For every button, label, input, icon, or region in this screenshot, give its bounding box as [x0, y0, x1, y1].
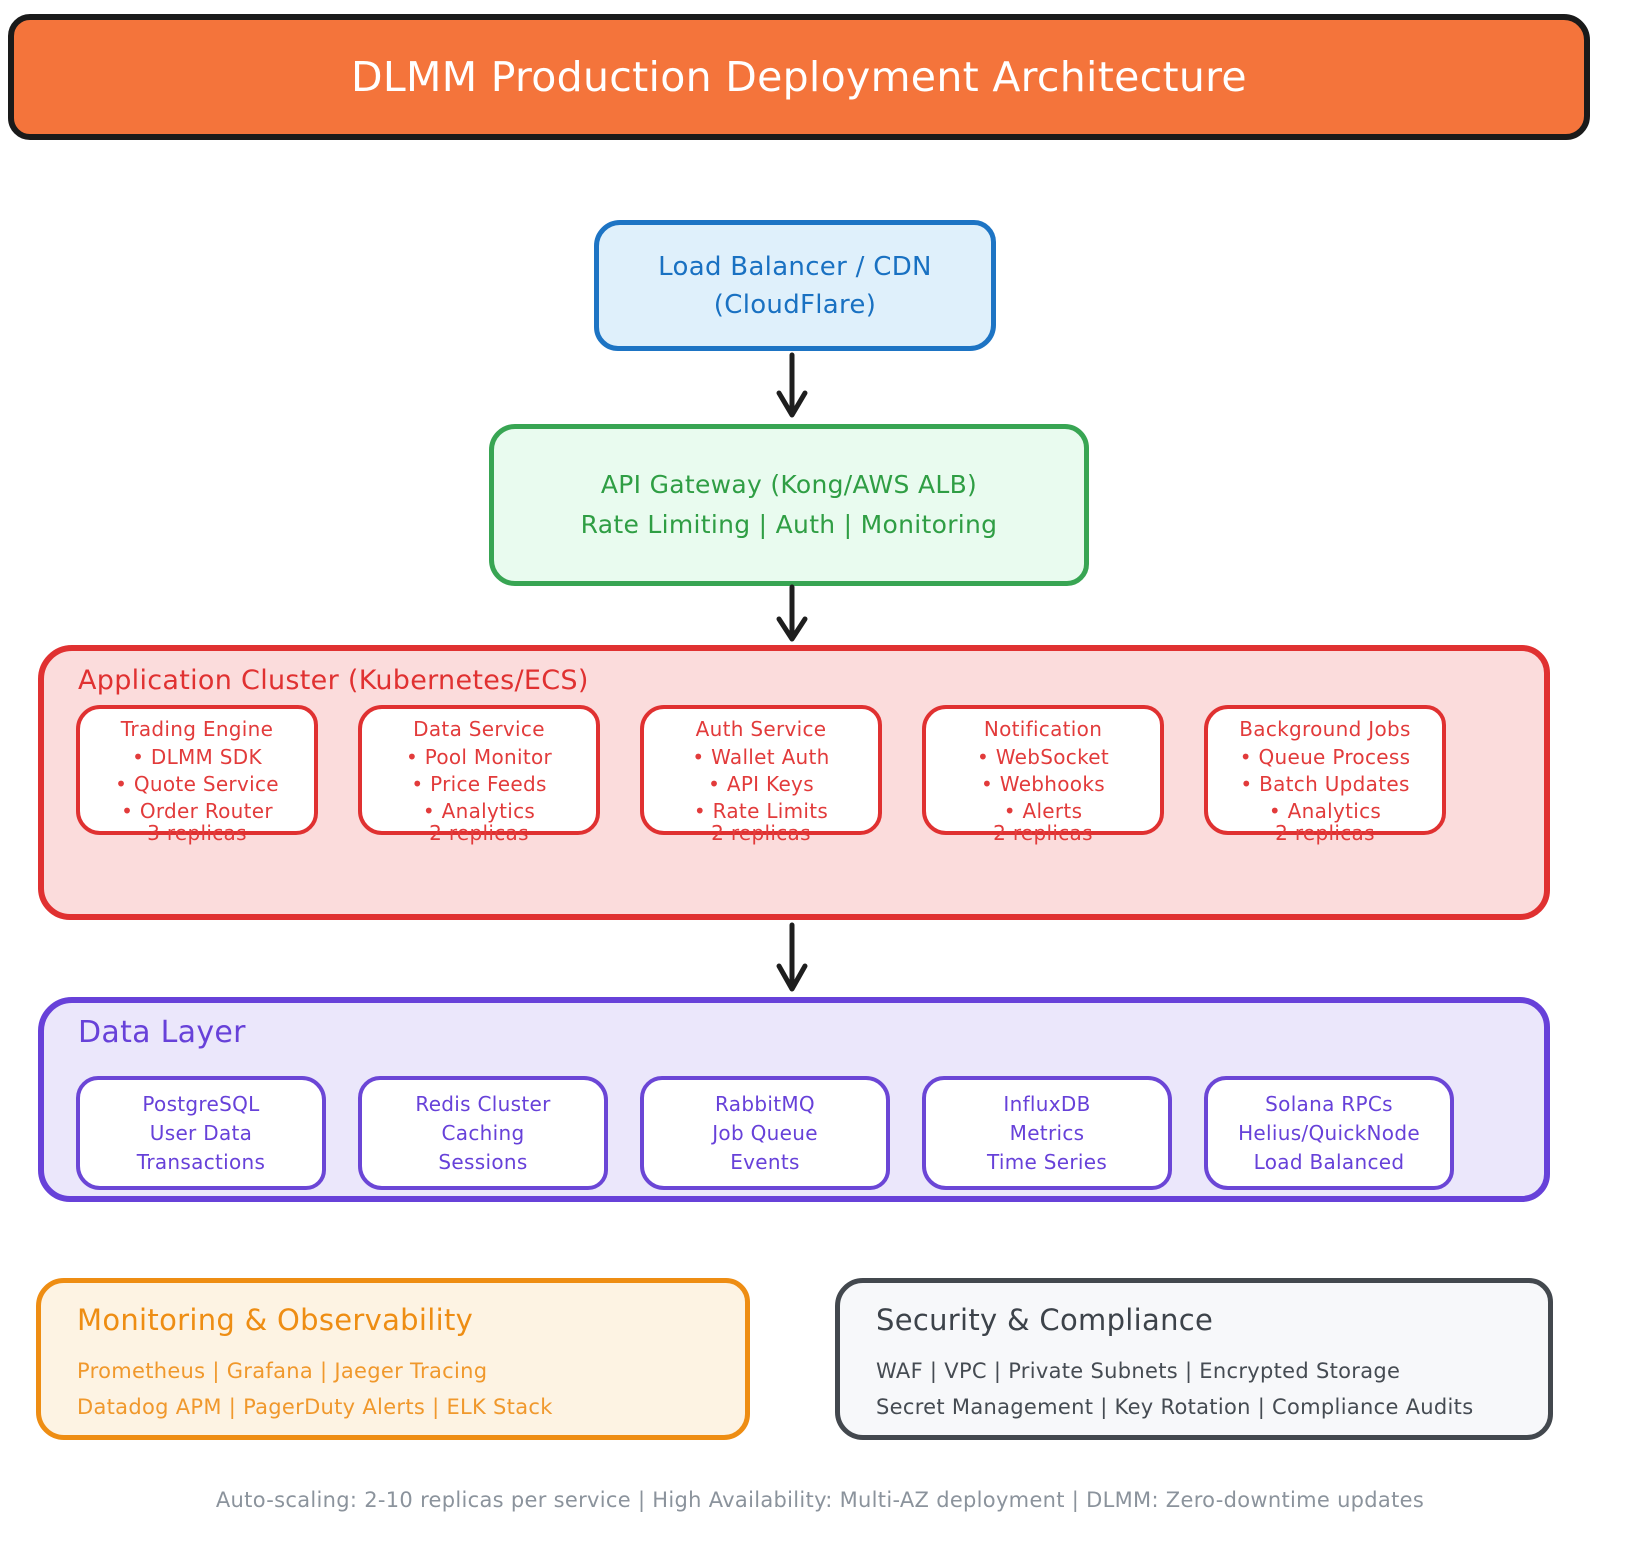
service-card-background-jobs: Background Jobs • Queue Process • Batch … — [1204, 705, 1446, 845]
service-card-auth-service: Auth Service • Wallet Auth • API Keys • … — [640, 705, 882, 845]
store-line: Caching — [441, 1120, 525, 1145]
store-box-postgresql: PostgreSQL User Data Transactions — [76, 1076, 326, 1190]
data-layer-title: Data Layer — [78, 1015, 246, 1050]
security-title: Security & Compliance — [876, 1303, 1214, 1337]
title-banner: DLMM Production Deployment Architecture — [8, 14, 1590, 140]
store-line: Sessions — [438, 1149, 528, 1174]
security-line2: Secret Management | Key Rotation | Compl… — [876, 1395, 1474, 1419]
store-box-redis: Redis Cluster Caching Sessions — [358, 1076, 608, 1190]
service-item: • DLMM SDK — [132, 744, 262, 769]
store-line: InfluxDB — [1003, 1091, 1091, 1116]
store-line: Time Series — [986, 1149, 1108, 1174]
service-item: • API Keys — [708, 771, 814, 796]
service-replicas: 3 replicas — [147, 821, 247, 845]
store-line: RabbitMQ — [715, 1091, 815, 1116]
security-line1: WAF | VPC | Private Subnets | Encrypted … — [876, 1359, 1401, 1383]
service-item: • Webhooks — [981, 771, 1105, 796]
service-replicas: 2 replicas — [1275, 821, 1375, 845]
store-line: Events — [730, 1149, 800, 1174]
service-item: • Analytics — [422, 798, 536, 823]
down-arrow-icon — [776, 352, 808, 418]
service-replicas: 2 replicas — [993, 821, 1093, 845]
load-balancer-line1: Load Balancer / CDN — [658, 251, 932, 282]
store-line: Load Balanced — [1253, 1149, 1405, 1174]
service-item: • Order Router — [121, 798, 273, 823]
service-item: • Batch Updates — [1240, 771, 1410, 796]
service-name: Data Service — [413, 716, 545, 741]
service-card-data-service: Data Service • Pool Monitor • Price Feed… — [358, 705, 600, 845]
application-cluster-container: Application Cluster (Kubernetes/ECS) Tra… — [38, 645, 1550, 920]
store-line: Metrics — [1009, 1120, 1085, 1145]
service-box: Trading Engine • DLMM SDK • Quote Servic… — [76, 705, 318, 835]
footer-note: Auto-scaling: 2-10 replicas per service … — [215, 1488, 1425, 1512]
monitoring-panel: Monitoring & Observability Prometheus | … — [36, 1278, 750, 1440]
service-name: Notification — [983, 716, 1103, 741]
down-arrow-icon — [776, 922, 808, 992]
api-gateway-line1: API Gateway (Kong/AWS ALB) — [600, 470, 978, 499]
service-box: Background Jobs • Queue Process • Batch … — [1204, 705, 1446, 835]
service-item: • Queue Process — [1239, 744, 1411, 769]
data-layer-container: Data Layer PostgreSQL User Data Transact… — [38, 997, 1550, 1202]
store-line: Job Queue — [712, 1120, 818, 1145]
monitoring-line1: Prometheus | Grafana | Jaeger Tracing — [77, 1359, 488, 1383]
service-card-trading-engine: Trading Engine • DLMM SDK • Quote Servic… — [76, 705, 318, 845]
service-item: • WebSocket — [976, 744, 1109, 769]
service-box: Data Service • Pool Monitor • Price Feed… — [358, 705, 600, 835]
service-item: • Wallet Auth — [692, 744, 830, 769]
store-line: Helius/QuickNode — [1238, 1120, 1420, 1145]
security-body: WAF | VPC | Private Subnets | Encrypted … — [876, 1353, 1512, 1425]
service-replicas: 2 replicas — [711, 821, 811, 845]
store-line: PostgreSQL — [142, 1091, 260, 1116]
store-box-solana-rpcs: Solana RPCs Helius/QuickNode Load Balanc… — [1204, 1076, 1454, 1190]
store-box-influxdb: InfluxDB Metrics Time Series — [922, 1076, 1172, 1190]
load-balancer-node: Load Balancer / CDN (CloudFlare) — [594, 220, 996, 351]
service-item: • Rate Limits — [693, 798, 829, 823]
diagram-title: DLMM Production Deployment Architecture — [351, 53, 1247, 101]
store-line: Redis Cluster — [415, 1091, 551, 1116]
store-line: Transactions — [136, 1149, 266, 1174]
service-card-notification: Notification • WebSocket • Webhooks • Al… — [922, 705, 1164, 845]
service-replicas: 2 replicas — [429, 821, 529, 845]
store-line: User Data — [149, 1120, 253, 1145]
service-box: Notification • WebSocket • Webhooks • Al… — [922, 705, 1164, 835]
service-item: • Price Feeds — [411, 771, 547, 796]
down-arrow-icon — [776, 584, 808, 642]
service-box: Auth Service • Wallet Auth • API Keys • … — [640, 705, 882, 835]
api-gateway-line2: Rate Limiting | Auth | Monitoring — [580, 510, 998, 539]
load-balancer-line2: (CloudFlare) — [713, 289, 877, 320]
monitoring-title: Monitoring & Observability — [77, 1303, 474, 1337]
application-cluster-title: Application Cluster (Kubernetes/ECS) — [78, 665, 589, 696]
service-item: • Alerts — [1003, 798, 1083, 823]
store-box-rabbitmq: RabbitMQ Job Queue Events — [640, 1076, 890, 1190]
monitoring-line2: Datadog APM | PagerDuty Alerts | ELK Sta… — [77, 1395, 553, 1419]
service-item: • Pool Monitor — [405, 744, 553, 769]
security-panel: Security & Compliance WAF | VPC | Privat… — [835, 1278, 1553, 1440]
service-name: Trading Engine — [120, 716, 274, 741]
store-line: Solana RPCs — [1265, 1091, 1393, 1116]
api-gateway-node: API Gateway (Kong/AWS ALB) Rate Limiting… — [489, 424, 1089, 586]
monitoring-body: Prometheus | Grafana | Jaeger Tracing Da… — [77, 1353, 709, 1425]
service-item: • Analytics — [1268, 798, 1382, 823]
service-name: Auth Service — [695, 716, 827, 741]
service-item: • Quote Service — [115, 771, 279, 796]
service-name: Background Jobs — [1239, 716, 1411, 741]
